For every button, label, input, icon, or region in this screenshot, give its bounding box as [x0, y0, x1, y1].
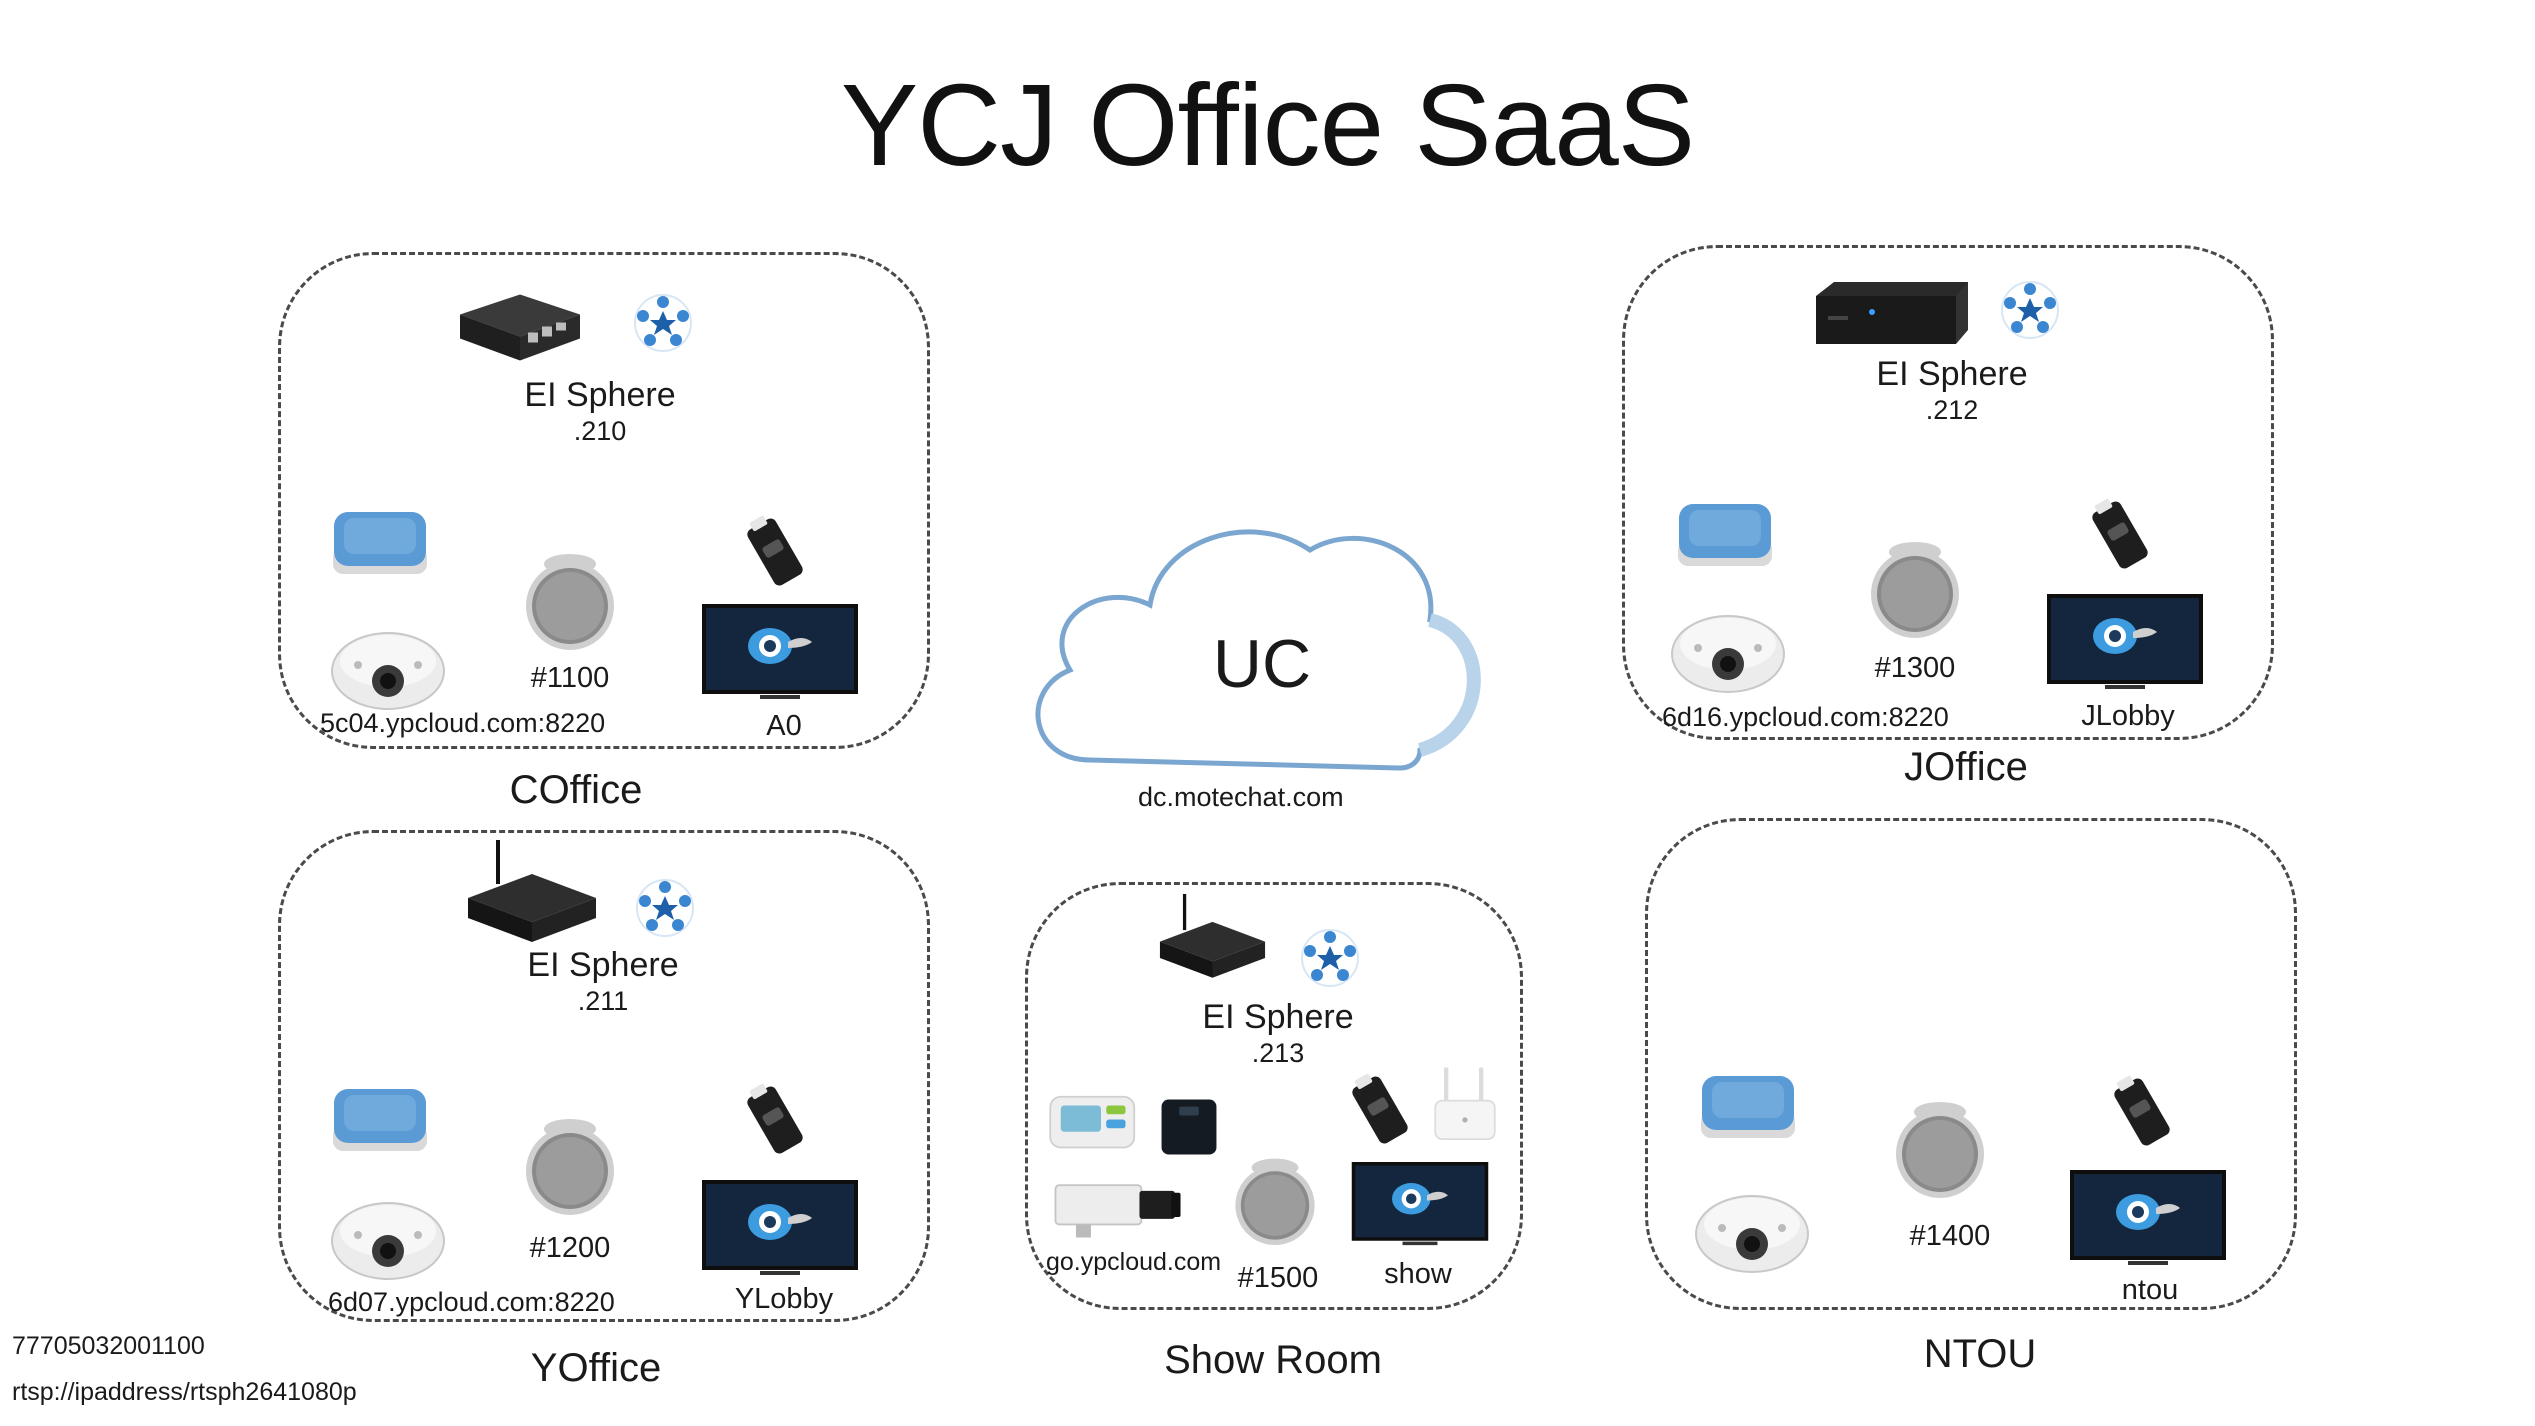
site-box-coffice	[278, 252, 930, 749]
cloud-host: dc.motechat.com	[1138, 782, 1344, 812]
display-name: JLobby	[2081, 700, 2175, 732]
sensor-pad-icon	[1675, 500, 1775, 572]
display-name: ntou	[2121, 1274, 2179, 1306]
speaker-icon	[520, 1115, 620, 1215]
blood-pressure-monitor-icon	[1045, 1088, 1150, 1158]
sphere-label: EI Sphere .211	[527, 948, 678, 1015]
camera-host: 5c04.ypcloud.com:8220	[320, 708, 606, 738]
display-name: show	[1384, 1258, 1452, 1290]
smart-scale-icon	[1158, 1096, 1220, 1158]
speaker-icon	[1230, 1155, 1320, 1245]
camera-host: 6d07.ypcloud.com:8220	[328, 1287, 615, 1317]
gateway-icon	[1155, 890, 1270, 985]
star-logo-icon	[1300, 928, 1360, 988]
sphere-name: EI Sphere	[527, 946, 679, 984]
speaker-number: #1500	[1237, 1262, 1319, 1294]
sphere-label: EI Sphere .212	[1876, 357, 2027, 424]
sphere-name: EI Sphere	[1202, 998, 1354, 1036]
gateway-icon	[450, 282, 590, 367]
speaker-number: #1400	[1909, 1220, 1991, 1252]
sphere-ip: .211	[577, 986, 629, 1016]
speaker-icon	[520, 550, 620, 650]
camera-icon	[1668, 598, 1788, 698]
card-reader-icon	[1350, 1070, 1410, 1150]
site-name: JOffice	[1904, 745, 2028, 789]
speaker-icon	[1865, 538, 1965, 638]
site-name: Show Room	[1164, 1338, 1382, 1382]
star-logo-icon	[633, 293, 693, 353]
site-name: COffice	[509, 768, 643, 812]
tv-display-icon	[2045, 592, 2205, 692]
sensor-pad-icon	[1698, 1072, 1798, 1144]
wifi-router-icon	[1430, 1060, 1500, 1150]
display-name: YLobby	[734, 1283, 834, 1315]
site-box-ntou	[1645, 818, 2297, 1310]
card-reader-icon	[745, 1080, 805, 1160]
site-box-showroom	[1025, 882, 1523, 1310]
sphere-ip: .210	[573, 416, 627, 446]
speaker-number: #1200	[529, 1232, 611, 1264]
sphere-name: EI Sphere	[524, 376, 676, 414]
sphere-ip: .213	[1251, 1038, 1305, 1068]
site-name: YOffice	[530, 1346, 662, 1390]
page-title: YCJ Office SaaS	[840, 60, 1695, 190]
star-logo-icon	[635, 878, 695, 938]
card-reader-icon	[2090, 495, 2150, 575]
tv-display-icon	[700, 602, 860, 702]
sphere-name: EI Sphere	[1876, 355, 2028, 393]
star-logo-icon	[2000, 280, 2060, 340]
tv-display-icon	[1350, 1160, 1490, 1248]
card-reader-icon	[745, 512, 805, 592]
speaker-number: #1100	[530, 662, 610, 694]
speaker-icon	[1890, 1098, 1990, 1198]
site-name: NTOU	[1923, 1332, 2037, 1376]
site-box-yoffice	[278, 830, 930, 1322]
camera-icon	[1692, 1178, 1812, 1278]
sphere-ip: .212	[1925, 395, 1979, 425]
sensor-pad-icon	[330, 1085, 430, 1157]
cloud-label: UC	[1212, 626, 1312, 702]
camera-icon	[328, 1185, 448, 1285]
cloud-shape	[1035, 529, 1481, 771]
camera-icon	[328, 615, 448, 715]
card-reader-icon	[2112, 1072, 2172, 1152]
sphere-label: EI Sphere .210	[524, 378, 675, 445]
speaker-number: #1300	[1874, 652, 1956, 684]
tv-display-icon	[2068, 1168, 2228, 1268]
tv-display-icon	[700, 1178, 860, 1278]
footer-rtsp-url: rtsp://ipaddress/rtsph2641080p	[12, 1378, 357, 1406]
sensor-pad-icon	[330, 508, 430, 580]
box-camera-icon	[1048, 1172, 1188, 1247]
display-name: A0	[766, 710, 802, 742]
footer-id: 77705032001100	[12, 1332, 205, 1360]
camera-host: go.ypcloud.com	[1046, 1248, 1222, 1276]
sphere-label: EI Sphere .213	[1202, 1000, 1353, 1067]
site-box-joffice	[1622, 245, 2274, 740]
gateway-icon	[1812, 278, 1972, 348]
camera-host: 6d16.ypcloud.com:8220	[1662, 702, 1949, 732]
gateway-icon	[462, 838, 602, 948]
